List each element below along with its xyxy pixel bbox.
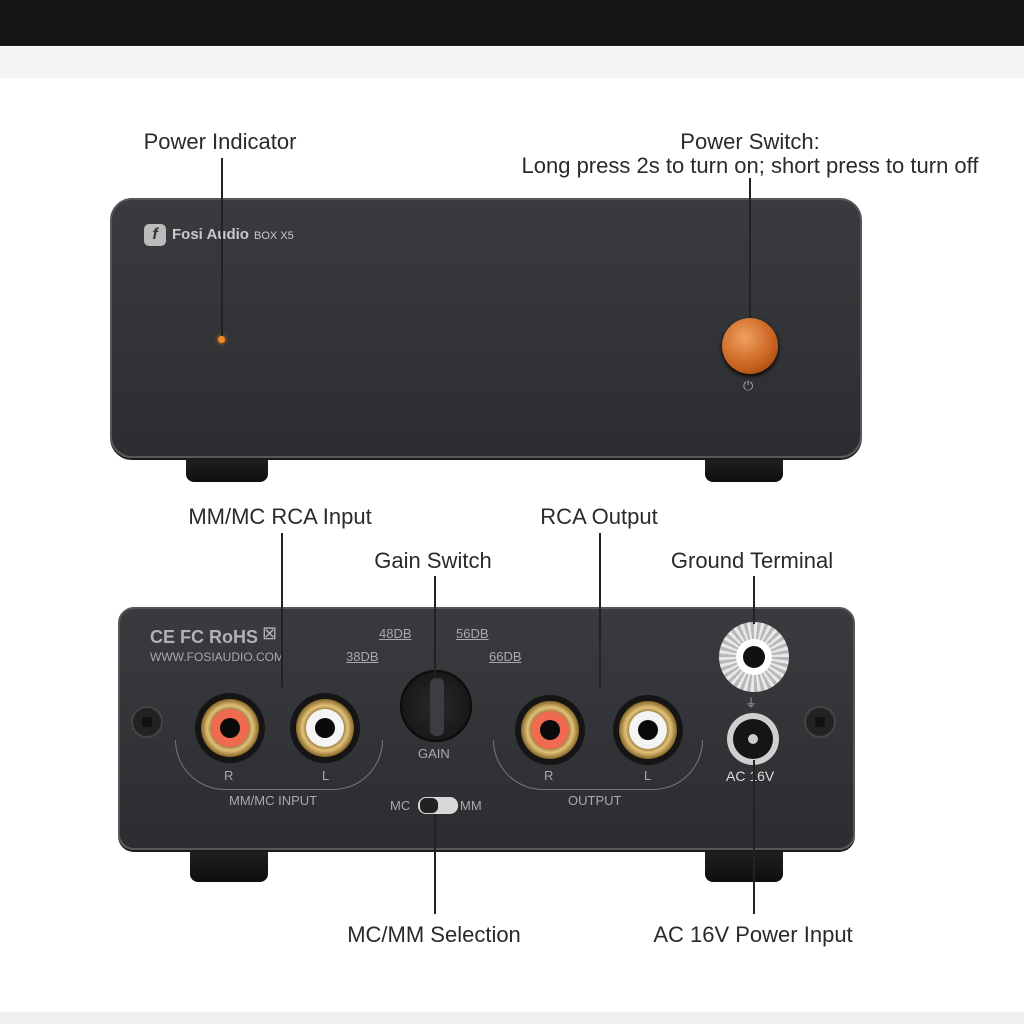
back-foot-left	[190, 848, 268, 882]
gain-66db: 66DB	[489, 649, 522, 664]
mc-mm-switch[interactable]	[418, 797, 458, 814]
power-icon: ⏻	[743, 378, 754, 393]
brand-name: Fosi Audio	[172, 226, 249, 243]
top-bar	[0, 0, 1024, 46]
input-r-label: R	[224, 768, 234, 783]
weee-icon: ⊠	[262, 623, 278, 643]
back-foot-right	[705, 848, 783, 882]
gain-48db: 48DB	[379, 626, 412, 641]
ground-terminal[interactable]	[719, 622, 789, 692]
leader-line	[749, 178, 751, 318]
mc-label: MC	[390, 798, 411, 813]
screw-icon	[131, 706, 163, 738]
leader-line	[221, 158, 223, 336]
gain-label: GAIN	[418, 746, 450, 761]
callout-ac-power-input: AC 16V Power Input	[653, 922, 853, 947]
fosi-logo-icon: f	[144, 224, 166, 246]
input-label: MM/MC INPUT	[229, 793, 318, 808]
front-foot-right	[705, 456, 783, 482]
callout-rca-input: MM/MC RCA Input	[188, 504, 372, 529]
callout-gain-switch: Gain Switch	[374, 548, 492, 573]
leader-line	[599, 533, 601, 688]
gain-knob[interactable]	[400, 670, 472, 742]
callout-power-switch-title: Power Switch:	[680, 129, 820, 154]
cert-marks: CE FC RoHS	[150, 627, 258, 647]
output-r-label: R	[544, 768, 554, 783]
leader-line	[434, 576, 436, 676]
front-foot-left	[186, 456, 268, 482]
output-rca-left[interactable]	[613, 695, 683, 765]
output-label: OUTPUT	[568, 793, 622, 808]
power-button[interactable]	[722, 318, 778, 374]
input-rca-left[interactable]	[290, 693, 360, 763]
leader-line	[281, 533, 283, 688]
website: WWW.FOSIAUDIO.COM	[150, 650, 284, 664]
input-arc	[175, 740, 383, 790]
model-name: BOX X5	[254, 230, 294, 242]
gain-38db: 38DB	[346, 649, 379, 664]
input-l-label: L	[322, 768, 330, 783]
output-arc	[493, 740, 703, 790]
ground-icon: ⏚	[745, 696, 758, 710]
ac-power-jack[interactable]	[727, 713, 779, 765]
output-l-label: L	[644, 768, 652, 783]
mm-label: MM	[460, 798, 482, 813]
callout-ground-terminal: Ground Terminal	[670, 548, 834, 573]
screw-icon	[804, 706, 836, 738]
callout-power-indicator: Power Indicator	[143, 129, 297, 154]
leader-line	[753, 760, 755, 914]
callout-mc-mm-selection: MC/MM Selection	[347, 922, 521, 947]
leader-line	[434, 814, 436, 914]
power-indicator-led	[218, 336, 225, 343]
callout-rca-output: RCA Output	[540, 504, 658, 529]
ac-label: AC 16V	[726, 768, 775, 784]
gain-56db: 56DB	[456, 626, 489, 641]
footer-band	[0, 1012, 1024, 1024]
leader-line	[753, 576, 755, 624]
callout-power-switch-desc: Long press 2s to turn on; short press to…	[521, 153, 979, 178]
header-band	[0, 47, 1024, 78]
